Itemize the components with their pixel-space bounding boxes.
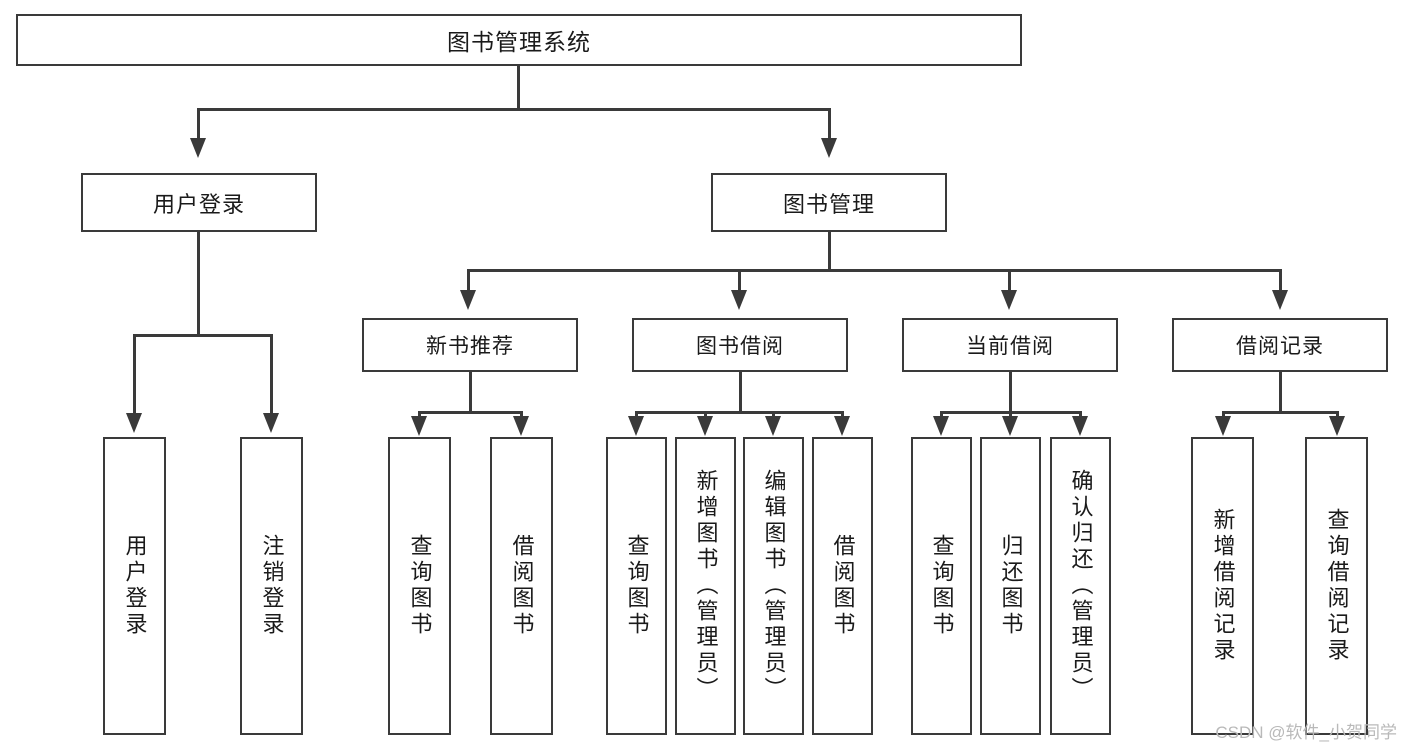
node-label: 新增借阅记录: [1210, 508, 1236, 664]
node-label: 新增图书（管理员）: [693, 469, 719, 703]
edge-user-login-stem: [197, 232, 200, 337]
node-label: 查询图书: [929, 534, 955, 638]
edge-drop-book-borrow: [738, 269, 741, 293]
node-label: 图书管理系统: [447, 29, 591, 55]
leaf-bb-lend-book[interactable]: 借阅图书: [812, 437, 873, 735]
leaf-bb-edit-book-admin[interactable]: 编辑图书（管理员）: [743, 437, 804, 735]
node-user-login[interactable]: 用户登录: [81, 173, 317, 232]
arrowhead-new-book: [460, 290, 476, 310]
edge-drop-leaf-user-login: [133, 334, 136, 416]
node-label: 借阅记录: [1236, 335, 1324, 358]
leaf-user-login[interactable]: 用户登录: [103, 437, 166, 735]
node-label: 新书推荐: [426, 335, 514, 358]
arrowhead-bb-query: [628, 416, 644, 436]
edge-drop-new-book: [467, 269, 470, 293]
node-label: 注销登录: [259, 534, 285, 638]
arrowhead-leaf-user-login: [126, 413, 142, 433]
leaf-bb-query-book[interactable]: 查询图书: [606, 437, 667, 735]
node-borrow-records[interactable]: 借阅记录: [1172, 318, 1388, 372]
edge-drop-current-borrow: [1008, 269, 1011, 293]
arrowhead-bb-edit: [765, 416, 781, 436]
arrowhead-borrow-records: [1272, 290, 1288, 310]
leaf-nb-borrow-book[interactable]: 借阅图书: [490, 437, 553, 735]
arrowhead-book-manage: [821, 138, 837, 158]
edge-borrow-records-bus: [1222, 411, 1339, 414]
arrowhead-user-login: [190, 138, 206, 158]
arrowhead-cb-query: [933, 416, 949, 436]
edge-book-borrow-bus: [635, 411, 843, 414]
node-label: 用户登录: [122, 534, 148, 638]
leaf-nb-query-book[interactable]: 查询图书: [388, 437, 451, 735]
arrowhead-br-query: [1329, 416, 1345, 436]
edge-drop-book-manage: [828, 108, 831, 141]
node-label: 借阅图书: [509, 534, 535, 638]
node-label: 借阅图书: [830, 534, 856, 638]
arrowhead-bb-add: [697, 416, 713, 436]
node-book-borrow[interactable]: 图书借阅: [632, 318, 848, 372]
node-label: 当前借阅: [966, 335, 1054, 358]
edge-root-stem: [517, 66, 520, 110]
arrowhead-book-borrow: [731, 290, 747, 310]
node-label: 图书管理: [782, 191, 875, 217]
leaf-cb-confirm-return-admin[interactable]: 确认归还（管理员）: [1050, 437, 1111, 735]
arrowhead-nb-borrow: [513, 416, 529, 436]
edge-level2-bus: [467, 269, 1282, 272]
node-root-system[interactable]: 图书管理系统: [16, 14, 1022, 66]
edge-level1-bus: [197, 108, 831, 111]
edge-new-book-stem: [469, 372, 472, 414]
node-label: 编辑图书（管理员）: [761, 469, 787, 703]
node-label: 图书借阅: [696, 335, 784, 358]
arrowhead-bb-lend: [834, 416, 850, 436]
arrowhead-br-add: [1215, 416, 1231, 436]
leaf-br-query-record[interactable]: 查询借阅记录: [1305, 437, 1368, 735]
leaf-logout[interactable]: 注销登录: [240, 437, 303, 735]
node-new-book-recommend[interactable]: 新书推荐: [362, 318, 578, 372]
arrowhead-cb-return: [1002, 416, 1018, 436]
arrowhead-leaf-logout: [263, 413, 279, 433]
node-label: 确认归还（管理员）: [1068, 469, 1094, 703]
node-label: 查询借阅记录: [1324, 508, 1350, 664]
edge-drop-user-login: [197, 108, 200, 141]
node-book-management[interactable]: 图书管理: [711, 173, 947, 232]
edge-book-borrow-stem: [739, 372, 742, 414]
leaf-cb-query-book[interactable]: 查询图书: [911, 437, 972, 735]
leaf-br-add-record[interactable]: 新增借阅记录: [1191, 437, 1254, 735]
edge-current-borrow-stem: [1009, 372, 1012, 414]
node-current-borrow[interactable]: 当前借阅: [902, 318, 1118, 372]
arrowhead-cb-confirm: [1072, 416, 1088, 436]
leaf-bb-add-book-admin[interactable]: 新增图书（管理员）: [675, 437, 736, 735]
node-label: 查询图书: [407, 534, 433, 638]
edge-new-book-bus: [418, 411, 523, 414]
edge-drop-leaf-logout: [270, 334, 273, 416]
arrowhead-current-borrow: [1001, 290, 1017, 310]
node-label: 归还图书: [998, 534, 1024, 638]
node-label: 用户登录: [152, 191, 245, 217]
arrowhead-nb-query: [411, 416, 427, 436]
leaf-cb-return-book[interactable]: 归还图书: [980, 437, 1041, 735]
edge-borrow-records-stem: [1279, 372, 1282, 414]
edge-drop-borrow-records: [1279, 269, 1282, 293]
edge-user-login-bus: [133, 334, 273, 337]
node-label: 查询图书: [624, 534, 650, 638]
edge-book-manage-stem: [828, 232, 831, 272]
